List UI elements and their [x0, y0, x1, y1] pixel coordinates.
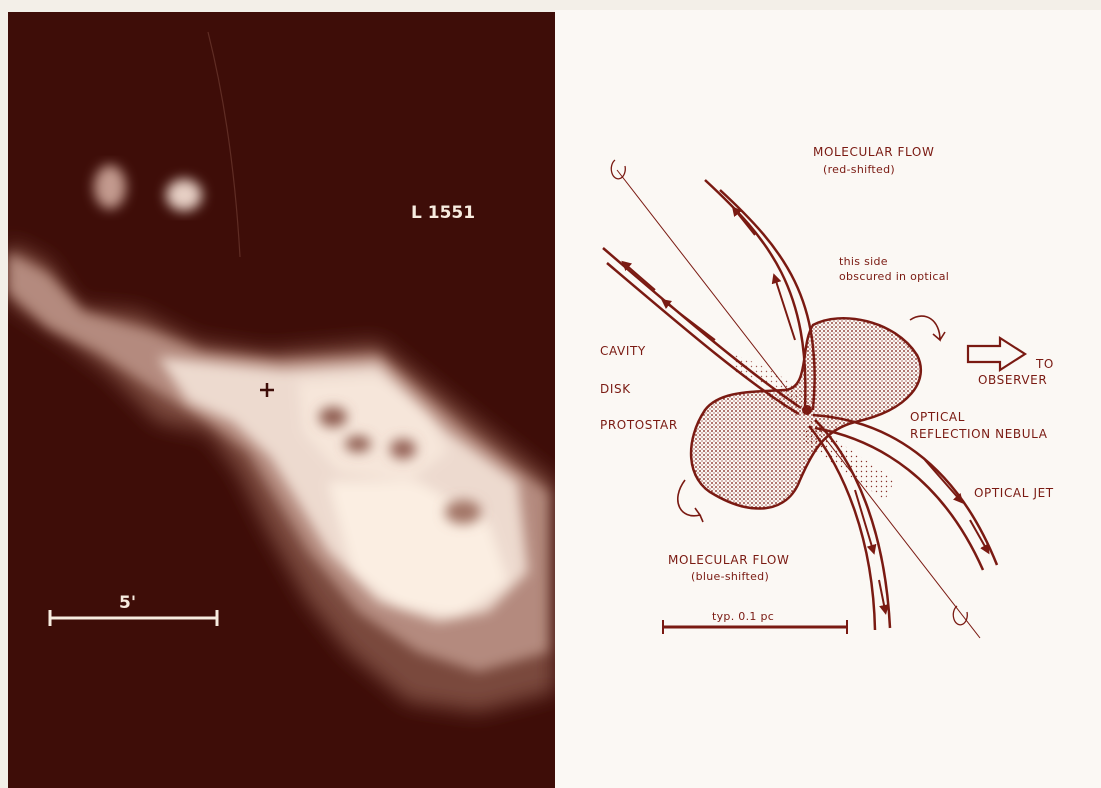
label-disk: DISK [600, 383, 631, 395]
label-molecular-flow-blue: MOLECULAR FLOW [668, 554, 789, 566]
schematic-diagram-panel: MOLECULAR FLOW (red-shifted) this side o… [555, 10, 1101, 788]
emission-map-panel: L 1551 5' [8, 12, 555, 788]
label-obscured: obscured in optical [839, 271, 949, 282]
physical-scale-label: typ. 0.1 pc [712, 611, 774, 622]
label-optical-jet: OPTICAL JET [974, 487, 1054, 499]
label-cavity: CAVITY [600, 345, 646, 357]
curved-arrow-top-icon [910, 316, 945, 340]
curved-arrow-bottom-icon [678, 480, 703, 522]
label-reflection-nebula: REFLECTION NEBULA [910, 428, 1048, 440]
label-red-shifted: (red-shifted) [823, 164, 895, 175]
label-optical: OPTICAL [910, 411, 965, 423]
protostar-dot [802, 405, 812, 415]
object-label: L 1551 [411, 205, 475, 222]
rotation-arrow-bottom-icon [953, 606, 967, 625]
angular-scale-label: 5' [119, 595, 136, 612]
emission-map-image [8, 12, 555, 788]
label-this-side: this side [839, 256, 888, 267]
outflow-schematic [555, 10, 1101, 788]
label-molecular-flow-red: MOLECULAR FLOW [813, 146, 934, 158]
rotation-arrow-top-icon [611, 160, 625, 179]
label-to: TO [1036, 358, 1054, 370]
label-protostar: PROTOSTAR [600, 419, 678, 431]
label-blue-shifted: (blue-shifted) [691, 571, 769, 582]
label-observer: OBSERVER [978, 374, 1047, 386]
cavity-walls-blue-lobe [809, 415, 997, 630]
to-observer-arrow-icon [968, 338, 1025, 370]
